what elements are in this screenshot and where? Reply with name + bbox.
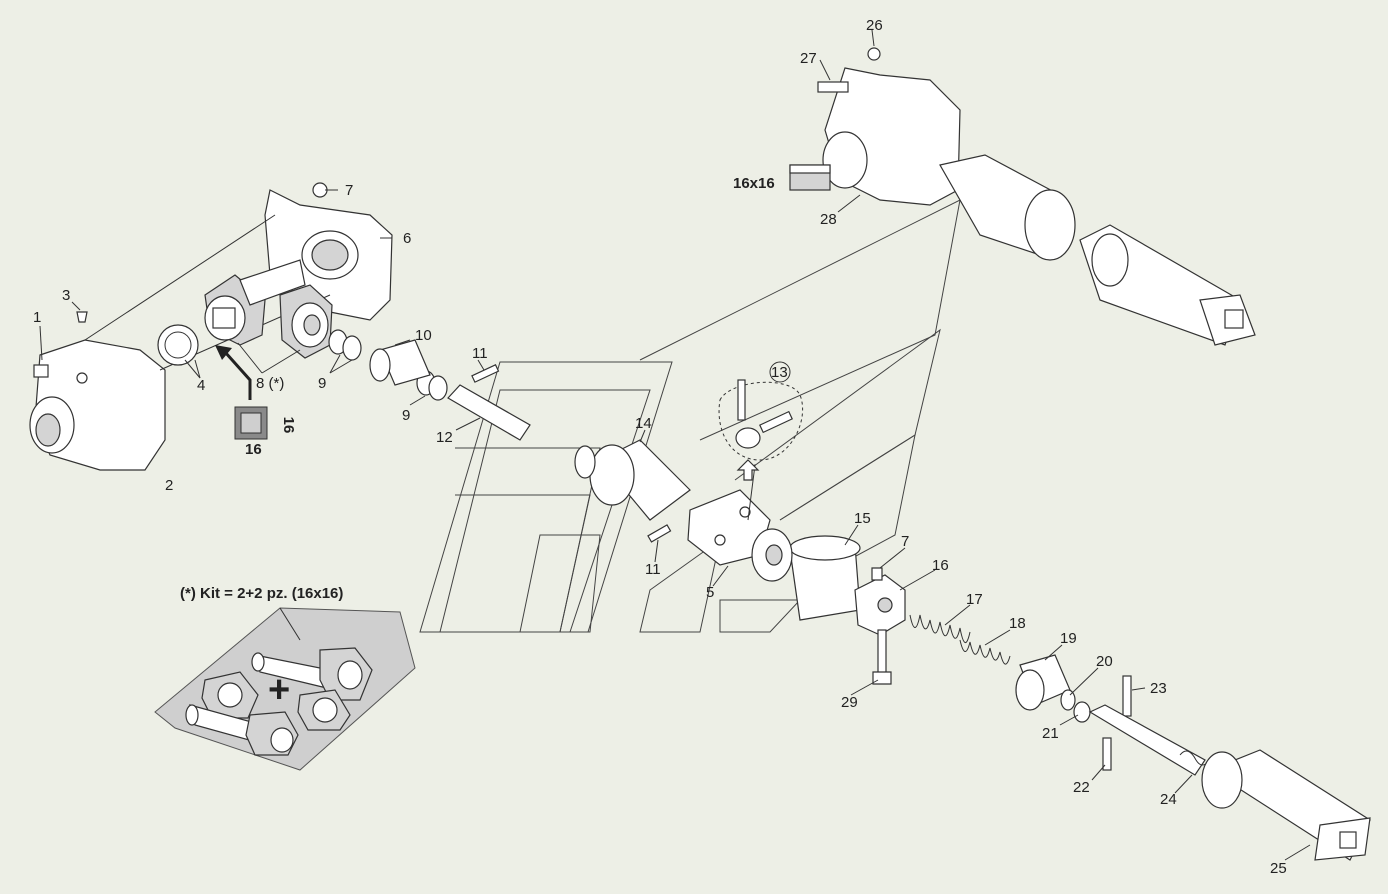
label-part-6: 6 [403, 230, 411, 247]
label-part-29: 29 [841, 694, 858, 711]
collar-19 [1015, 654, 1071, 711]
cylinder-15 [751, 528, 861, 621]
label-part-27: 27 [800, 50, 817, 67]
label-part-15: 15 [854, 510, 871, 527]
kit-bag [154, 607, 416, 771]
label-part-13: 13 [771, 364, 788, 381]
springs [909, 614, 1011, 665]
kit-plus-sign: + [268, 669, 290, 711]
leader-lines [39, 29, 1311, 861]
pin-23 [1122, 675, 1132, 717]
pin-11-bottom [647, 524, 672, 543]
label-part-9-left: 9 [318, 375, 326, 392]
label-part-17: 17 [966, 591, 983, 608]
label-part-22: 22 [1073, 779, 1090, 796]
hub-16 [854, 567, 906, 636]
label-part-3: 3 [62, 287, 70, 304]
square-profile-side-label: 16 [280, 417, 297, 434]
left-housing [29, 339, 166, 471]
ring-21 [1073, 701, 1091, 723]
ring-4-inner [164, 331, 192, 359]
label-part-16: 16 [932, 557, 949, 574]
upper-right-shaft [939, 154, 1256, 346]
label-part-26: 26 [866, 17, 883, 34]
upper-right-gearbox [789, 47, 961, 206]
label-13-ring [769, 361, 791, 383]
detail-13 [718, 379, 804, 521]
ring-4 [157, 324, 199, 366]
label-part-4: 4 [197, 377, 205, 394]
kit-note: (*) Kit = 2+2 pz. (16x16) [180, 585, 343, 602]
tube-14 [574, 439, 691, 521]
label-part-12: 12 [436, 429, 453, 446]
part-labels: 1 2 3 4 5 6 7 7 8 (*) 9 9 10 11 11 12 13… [33, 17, 1287, 877]
end-tube-25 [1201, 749, 1371, 861]
shaft-profile-label: 16x16 [733, 175, 775, 192]
label-part-11-bottom: 11 [645, 561, 661, 578]
background-path-outline [419, 199, 961, 633]
label-part-2: 2 [165, 477, 173, 494]
label-part-1: 1 [33, 309, 41, 326]
bevel-gears [204, 259, 333, 359]
bushing-10 [369, 339, 431, 386]
label-part-8: 8 (*) [256, 375, 284, 392]
label-part-10: 10 [415, 327, 432, 344]
pin-11-top [471, 363, 500, 383]
label-part-21: 21 [1042, 725, 1059, 742]
label-part-25: 25 [1270, 860, 1287, 877]
ring-20 [1060, 689, 1076, 711]
pin-22 [1102, 737, 1112, 771]
label-part-28: 28 [820, 211, 837, 228]
square-profile-callout [215, 345, 268, 440]
label-part-11-top: 11 [472, 345, 488, 362]
label-part-18: 18 [1009, 615, 1026, 632]
label-part-7-bottom: 7 [901, 533, 909, 550]
label-part-5: 5 [706, 584, 714, 601]
grease-nipple [76, 311, 88, 323]
label-part-20: 20 [1096, 653, 1113, 670]
plug-1 [33, 364, 49, 378]
bolt-29 [872, 629, 892, 685]
square-profile-bottom-label: 16 [245, 441, 262, 458]
label-part-9-right: 9 [402, 407, 410, 424]
label-part-24: 24 [1160, 791, 1177, 808]
label-part-7-top: 7 [345, 182, 353, 199]
label-part-19: 19 [1060, 630, 1077, 647]
label-part-23: 23 [1150, 680, 1167, 697]
washers-9 [328, 329, 448, 401]
shaft-12 [447, 384, 531, 441]
label-part-14: 14 [635, 415, 652, 432]
nut-7-top [312, 182, 328, 198]
